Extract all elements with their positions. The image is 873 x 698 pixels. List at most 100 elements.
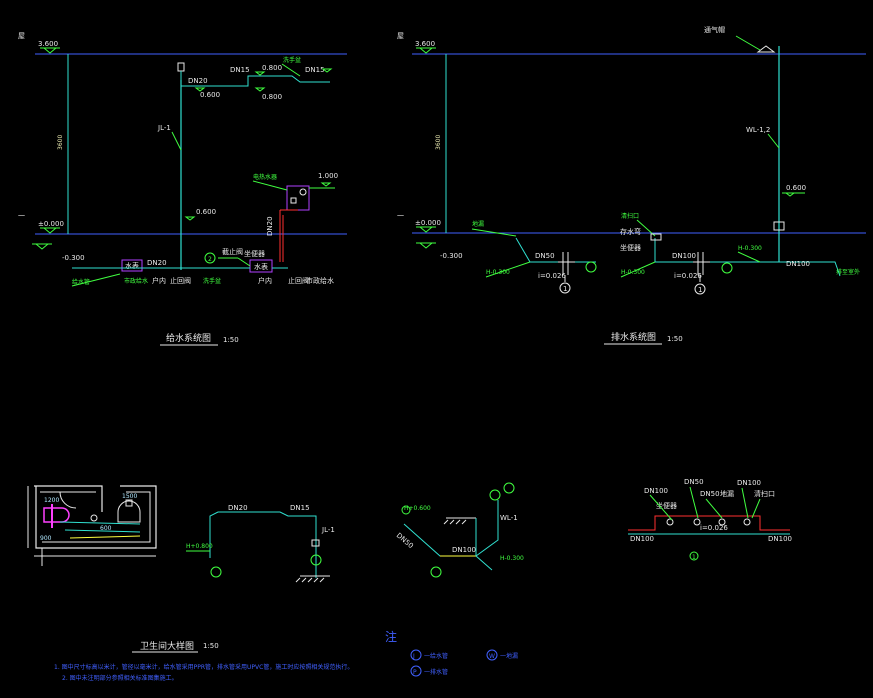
trap-icon [650,233,662,241]
bath-plan-title: 卫生间大样图 [140,640,194,652]
supply-floor-tag: 一 [18,212,25,220]
section-ref-circle [204,252,216,264]
iso2-dn-b: DN100 [452,546,476,554]
trench-g: 坐便器 [656,501,677,510]
drain-vent-level: 0.600 [786,184,806,192]
iso1-dn-a: DN20 [228,504,248,512]
supply-wash-label-2: 洗手盆 [203,277,221,285]
supply-dn-c: DN20 [147,259,167,267]
meter-box-left [121,259,143,272]
supply-level-pipe2: 0.800 [262,64,282,72]
legend-0-text: 一给水管 [424,652,448,660]
supply-house-label-2: 户内 [258,276,272,285]
water-heater-label: 电热水器 [253,173,277,181]
level-marker-icon [416,226,436,233]
iso2-level: H+0.600 [404,505,431,512]
supply-diagram-title: 给水系统图 [166,332,211,344]
level-marker-icon [416,47,436,54]
hot-water-pipe [279,209,298,262]
trench-a: DN100 [644,487,668,495]
drain-floor-drain-label: 地漏 [472,220,484,228]
trench-ref-circle [689,551,699,561]
drain-pipe-b: DN100 [672,252,696,260]
drain-circle-2: 1 [698,286,702,294]
hot-water-dn: DN20 [266,216,274,236]
supply-wash-label: 洗手盆 [283,56,301,64]
supply-height-label: 3600 [57,135,64,150]
drain-level-lbl-c: H-0.300 [738,245,762,252]
legend-symbol-circle [410,649,422,661]
drain-to-out-label: 排至室外 [836,268,860,276]
drain-system-diagram: 3600 3.600 ±0.000 -0.300 屋 一 通气帽 WL-1,2 … [397,25,866,345]
drain-pipe-out: DN100 [786,260,810,268]
drain-slope-a: i=0.026 [538,272,566,280]
trench-f: 清扫口 [754,489,775,498]
iso1-ref: JL-1 [321,526,335,534]
supply-level-pipe3: 0.800 [262,93,282,101]
supply-outlet-level: 1.000 [318,172,338,180]
drain-floor-tag: 一 [397,212,404,220]
trench-h: i=0.026 [700,524,728,532]
basin-fixture [117,500,141,523]
trench-outline [628,515,790,531]
iso1-level: H+0.800 [186,543,213,550]
vent-cap-label: 通气帽 [704,25,725,34]
iso1-ref-circle-b [310,554,322,566]
drain-roof-tag: 屋 [397,32,404,40]
drain-isometric-detail: H+0.600 DN50 DN100 WL-1 H-0.300 [395,482,524,578]
bath-dim-d: 600 [100,525,112,532]
supply-street-label: 市政给水 [124,277,148,285]
drain-diagram-scale: 1:50 [667,335,683,343]
notes-line-1: 1. 图中尺寸标高以米计，管径以毫米计，给水管采用PPR管，排水管采用UPVC管… [54,663,353,671]
bathroom-wall [34,485,157,549]
drain-slope-b: i=0.026 [674,272,702,280]
legend-2-text: 一排水管 [424,668,448,676]
level-marker-icon [32,243,52,250]
supply-pipe-in-label: 给水管 [72,278,90,286]
iso2-dn-a: DN50 [395,531,415,550]
clean-out-icon [773,221,785,231]
trench-d: DN100 [737,479,761,487]
trench-circle: 1 [692,554,696,561]
bathroom-detail-plan: 1200 1500 900 600 卫生间大样图 1:50 [27,485,219,653]
iso2-ref: WL-1 [500,514,518,522]
drain-circle-1: 1 [563,285,567,293]
iso2-ref-circle-c [430,566,442,578]
bath-dim-c: 900 [40,535,52,542]
level-marker-icon [40,47,60,54]
section-ref-number: 2 [208,256,212,263]
legend-1-symbol: W [489,653,495,660]
water-heater-box [286,185,310,211]
supply-floor-level: ±0.000 [38,220,64,228]
iso2-ref-circle [489,489,501,501]
iso1-dn-b: DN15 [290,504,310,512]
legend-symbol-circle [410,665,422,677]
supply-level-pipe1: 0.600 [200,91,220,99]
drain-level-lbl-b: H-0.300 [621,269,645,276]
section-circle [721,262,733,274]
trench-c: DN50 [700,490,720,498]
supply-roof-tag: 屋 [18,32,25,40]
trench-right: DN100 [768,535,792,543]
trench-e: 地漏 [720,489,734,498]
iso2-level-b: H-0.300 [500,555,524,562]
drain-roof-level: 3.600 [415,40,435,48]
level-marker-icon [40,227,60,234]
drain-floor-level: ±0.000 [415,219,441,227]
supply-dn-b: DN15 [305,66,325,74]
level-marker-icon [416,242,436,249]
supply-ground-level: -0.300 [62,254,85,262]
leader-line [171,131,182,151]
meter-label: 水表 [125,261,139,270]
section-circle [559,282,571,294]
drain-trap-label: 存水弯 [620,227,641,236]
supply-toilet-label: 坐便器 [244,249,265,258]
drain-branch-left [515,237,596,263]
iso1-ref-circle [210,566,222,578]
supply-valve-label: 截止阀 [222,247,243,256]
bath-dim-b: 1500 [122,493,137,500]
iso1-pipe [209,511,317,578]
drain-height-label: 3600 [435,135,442,150]
drain-pipe-a: DN50 [535,252,555,260]
vent-cap-icon [756,45,776,53]
